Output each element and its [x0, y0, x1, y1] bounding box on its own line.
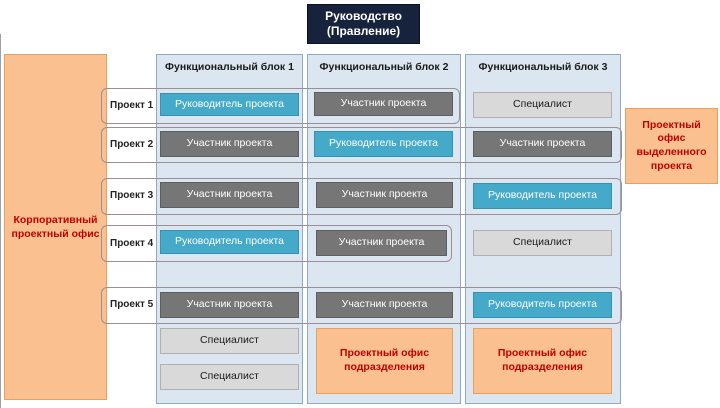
block-1-project-3-role: Участник проекта	[160, 182, 299, 208]
block-2-project-1-role: Участник проекта	[314, 92, 453, 116]
project-2-ring	[101, 127, 622, 163]
block-2-project-4-role: Участник проекта	[316, 230, 447, 256]
left-divider-line	[0, 34, 1, 408]
block-3-project-2-role: Участник проекта	[473, 131, 612, 157]
block-2-project-5-role: Участник проекта	[316, 292, 453, 318]
block-3-project-1-role: Специалист	[473, 92, 612, 118]
block-1-specialist-1: Специалист	[160, 328, 299, 354]
block-3-project-4-role: Специалист	[473, 230, 612, 256]
project-4-label: Проект 4	[110, 238, 154, 249]
management-board-label: Руководство (Правление)	[325, 9, 402, 38]
dedicated-project-office-label: Проектный офис выделенного проекта	[636, 118, 707, 172]
project-5-label: Проект 5	[110, 299, 154, 310]
block-3-project-3-role: Руководитель проекта	[473, 183, 612, 209]
project-1-ring	[101, 88, 460, 124]
block-3-department-project-office: Проектный офис подразделения	[473, 328, 612, 394]
dedicated-project-office: Проектный офис выделенного проекта	[625, 108, 718, 184]
block-1-specialist-2: Специалист	[160, 364, 299, 390]
project-5-ring	[101, 287, 622, 324]
management-board-box: Руководство (Правление)	[307, 4, 420, 44]
block-1-project-2-role: Участник проекта	[160, 131, 299, 157]
functional-block-3-title: Функциональный блок 3	[478, 61, 608, 73]
project-3-label: Проект 3	[110, 190, 154, 201]
project-4-ring	[101, 225, 452, 262]
project-2-label: Проект 2	[110, 139, 154, 150]
project-3-ring	[101, 178, 622, 215]
block-1-project-1-role: Руководитель проекта	[160, 93, 299, 116]
block-1-project-5-role: Участник проекта	[160, 292, 299, 318]
corporate-project-office: Корпоративный проектный офис	[4, 54, 107, 400]
block-2-department-project-office: Проектный офис подразделения	[316, 328, 453, 394]
block-2-project-2-role: Руководитель проекта	[314, 131, 453, 157]
functional-block-2-title: Функциональный блок 2	[319, 61, 449, 73]
block-3-project-5-role: Руководитель проекта	[473, 292, 612, 318]
project-1-label: Проект 1	[110, 100, 154, 111]
corporate-project-office-label: Корпоративный проектный офис	[11, 213, 100, 240]
functional-block-1-title: Функциональный блок 1	[165, 61, 294, 73]
block-1-project-4-role: Руководитель проекта	[160, 230, 299, 254]
block-2-project-3-role: Участник проекта	[316, 182, 453, 208]
